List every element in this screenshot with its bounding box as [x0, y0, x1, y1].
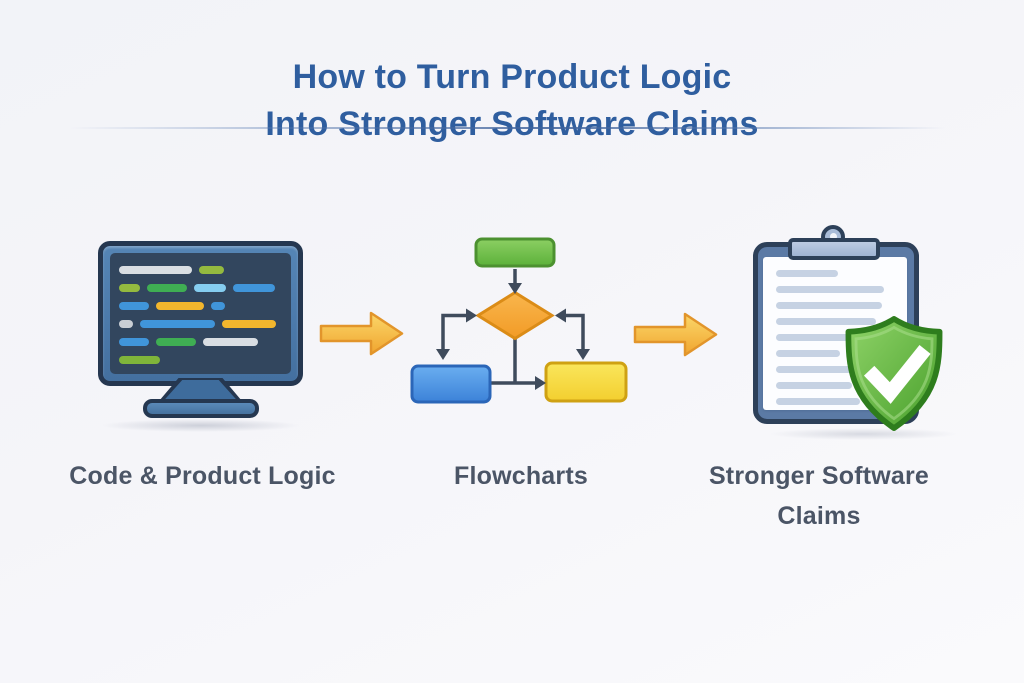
paper-line [776, 286, 884, 293]
paper-line [776, 366, 876, 373]
code-line-bar [156, 338, 196, 346]
code-row [119, 338, 291, 346]
monitor-code-icon [98, 241, 303, 432]
monitor-shadow [100, 419, 301, 432]
shield-check-icon [845, 316, 943, 431]
flowchart-connectors [441, 269, 585, 385]
arrow-right-icon [633, 312, 718, 357]
monitor-screen [110, 253, 291, 374]
title-line-2: Into Stronger Software Claims [265, 104, 759, 143]
code-line-bar [119, 356, 160, 364]
code-line-bar [119, 266, 192, 274]
flowchart-process-node-yellow [544, 361, 628, 403]
clipboard-shield-icon [753, 224, 963, 442]
clipboard-ring-hole [829, 233, 837, 240]
code-line-bar [140, 320, 215, 328]
monitor-frame [98, 241, 303, 386]
paper-line [776, 318, 876, 325]
flowchart-process-node-blue [410, 364, 492, 404]
monitor-stand-neck [162, 380, 239, 402]
stage-label-stronger-software-claims: Stronger Software Claims [708, 462, 930, 530]
code-line-bar [119, 302, 149, 310]
code-line-bar [147, 284, 187, 292]
code-line-bar [199, 266, 224, 274]
code-line-bar [194, 284, 226, 292]
title-divider [70, 127, 945, 129]
code-line-bar [203, 338, 258, 346]
flowchart-icon [410, 237, 628, 404]
code-line-bar [119, 284, 140, 292]
flowchart-arrowheads [436, 283, 590, 390]
code-line-bar [211, 302, 225, 310]
paper-line [776, 398, 860, 405]
code-row [119, 266, 291, 274]
clipboard-clip [788, 238, 880, 260]
code-line-bar [119, 338, 149, 346]
stage-label-flowcharts: Flowcharts [454, 462, 588, 490]
code-line-bar [156, 302, 204, 310]
paper-line [776, 382, 852, 389]
code-row [119, 320, 291, 328]
paper-line [776, 350, 840, 357]
code-row [119, 284, 291, 292]
stage-label-code-product-logic: Code & Product Logic [69, 462, 336, 490]
flowchart-start-node [474, 237, 556, 268]
code-row [119, 302, 291, 310]
monitor-stand-base [142, 399, 259, 418]
title-line-1: How to Turn Product Logic [292, 57, 732, 96]
arrow-right-icon [319, 311, 404, 356]
paper-line [776, 302, 882, 309]
page-title: How to Turn Product Logic Into Stronger … [0, 54, 1024, 148]
code-line-bar [119, 320, 133, 328]
paper-line [776, 334, 864, 341]
paper-line [776, 270, 838, 277]
code-row [119, 356, 291, 364]
code-line-bar [233, 284, 275, 292]
clipboard-shadow [768, 428, 958, 440]
check-mark [863, 344, 931, 404]
flowchart-decision-node [475, 290, 555, 341]
code-line-bar [222, 320, 276, 328]
